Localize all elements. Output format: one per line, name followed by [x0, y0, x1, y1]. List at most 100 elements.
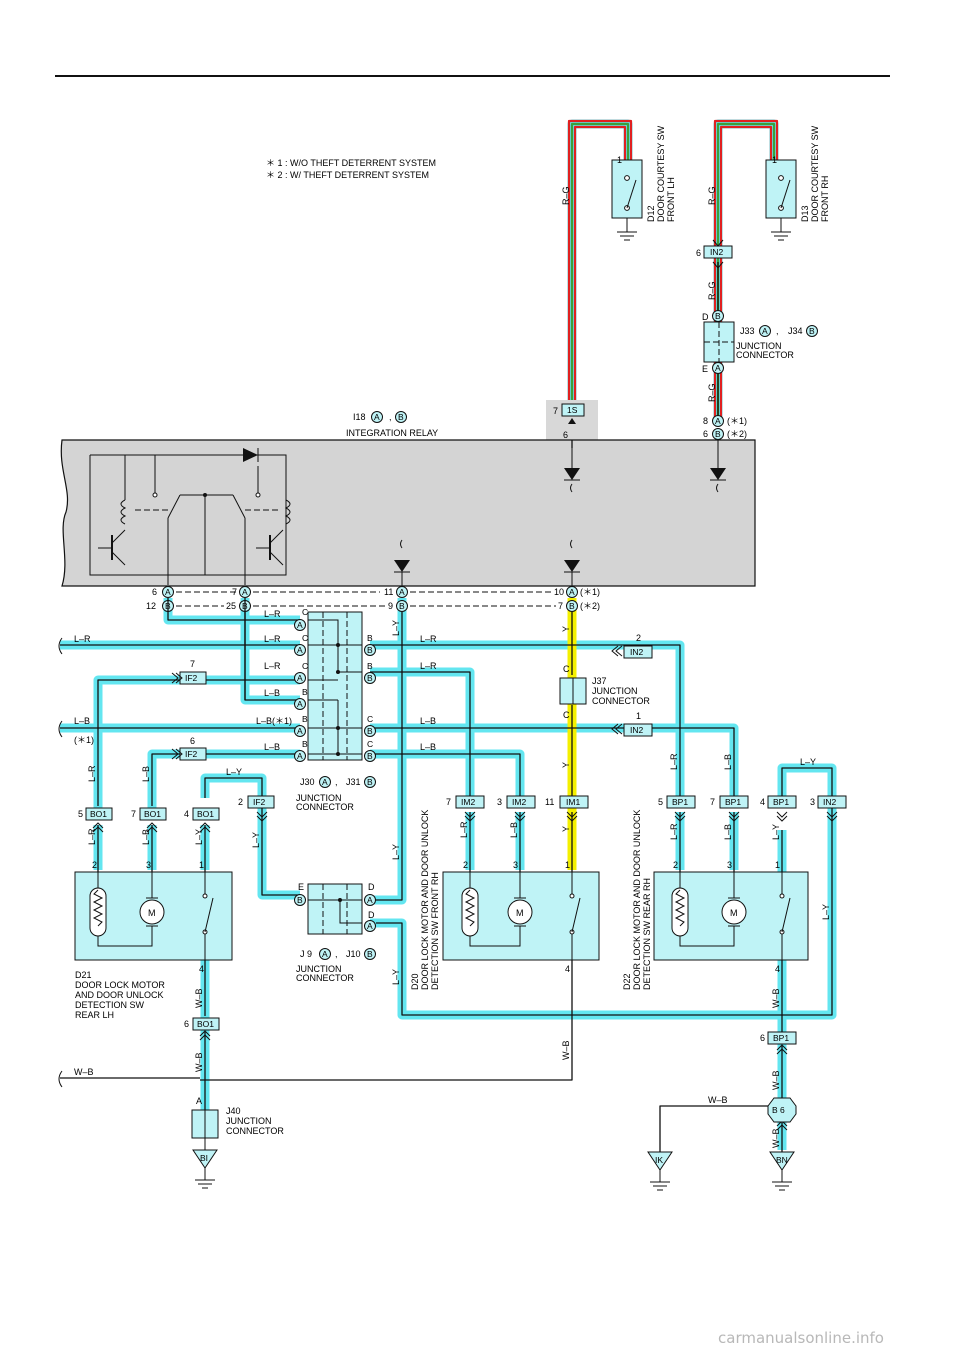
svg-text:IM1: IM1: [566, 797, 580, 807]
svg-text:2: 2: [238, 797, 243, 807]
rg-label-right-2: R–G: [707, 281, 717, 300]
svg-text:D22: D22: [622, 973, 632, 990]
svg-text:8: 8: [703, 416, 708, 426]
svg-text:CONNECTOR: CONNECTOR: [592, 696, 650, 706]
svg-text:6: 6: [696, 248, 701, 258]
svg-text:2: 2: [463, 860, 468, 870]
svg-text:A: A: [399, 587, 405, 597]
svg-text:IF2: IF2: [185, 749, 198, 759]
svg-text:4: 4: [565, 964, 570, 974]
svg-text:C: C: [367, 714, 373, 724]
svg-text:,: ,: [389, 412, 392, 422]
svg-text:L–R: L–R: [87, 828, 97, 845]
svg-text:B: B: [367, 673, 373, 683]
connector-1s: 1S 7 6: [546, 400, 598, 440]
svg-text:Y: Y: [561, 626, 571, 632]
svg-text:B: B: [715, 311, 721, 321]
svg-text:IN2: IN2: [710, 247, 724, 257]
motor-d20: M 2 3 1 4: [442, 860, 600, 974]
svg-text:J33: J33: [740, 326, 755, 336]
svg-text:L–R: L–R: [87, 765, 97, 782]
connector-chevrons: [92, 645, 838, 1131]
svg-text:J10: J10: [346, 949, 361, 959]
svg-text:BO1: BO1: [197, 1019, 214, 1029]
highlight-layer: [60, 119, 837, 1150]
svg-text:4: 4: [184, 809, 189, 819]
svg-text:Y: Y: [561, 762, 571, 768]
svg-text:B 6: B 6: [772, 1105, 785, 1115]
svg-text:BP1: BP1: [672, 797, 688, 807]
svg-text:DETECTION SW FRONT RH: DETECTION SW FRONT RH: [430, 872, 440, 990]
svg-text:J 9: J 9: [300, 949, 312, 959]
svg-text:BP1: BP1: [725, 797, 741, 807]
svg-text:7: 7: [131, 809, 136, 819]
svg-text:B: B: [297, 895, 303, 905]
svg-text:B: B: [302, 739, 308, 749]
svg-text:A: A: [297, 751, 303, 761]
svg-text:6: 6: [152, 587, 157, 597]
svg-text:11: 11: [384, 587, 393, 597]
svg-text:L–R: L–R: [669, 823, 679, 840]
svg-text:IM2: IM2: [512, 797, 526, 807]
svg-text:L–B: L–B: [264, 742, 280, 752]
svg-text:L–B: L–B: [141, 829, 151, 845]
relay-internals: [89, 440, 726, 586]
svg-text:BN: BN: [776, 1155, 788, 1165]
svg-text:D13: D13: [800, 205, 810, 222]
svg-text:I18: I18: [353, 412, 366, 422]
svg-text:6: 6: [184, 1019, 189, 1029]
svg-text:L–R: L–R: [264, 634, 281, 644]
svg-text:4: 4: [199, 964, 204, 974]
svg-text:(＊1): (＊1): [727, 416, 747, 426]
svg-text:2: 2: [673, 860, 678, 870]
junction-j40: A J40 JUNCTION CONNECTOR: [191, 1096, 284, 1150]
svg-text:FRONT LH: FRONT LH: [666, 177, 676, 222]
wire-labels: L–R L–R L–R L–R L–B L–B(＊1) L–B L–R L–R …: [74, 609, 831, 1148]
svg-text:JUNCTION: JUNCTION: [296, 793, 342, 803]
svg-text:JUNCTION: JUNCTION: [736, 341, 782, 351]
svg-text:7: 7: [558, 601, 563, 611]
svg-text:FRONT RH: FRONT RH: [820, 176, 830, 222]
svg-text:IF2: IF2: [253, 797, 266, 807]
svg-text:D: D: [702, 312, 709, 322]
svg-text:6: 6: [563, 430, 568, 440]
svg-text:L–B: L–B: [141, 766, 151, 782]
svg-text:B: B: [302, 687, 308, 697]
svg-text:IM2: IM2: [461, 797, 475, 807]
svg-text:A: A: [367, 895, 373, 905]
svg-text:B: B: [569, 601, 575, 611]
svg-text:D20: D20: [410, 973, 420, 990]
svg-text:M: M: [148, 908, 156, 918]
svg-text:L–Y: L–Y: [226, 767, 242, 777]
svg-text:C: C: [302, 661, 308, 671]
svg-text:L–B: L–B: [264, 688, 280, 698]
svg-text:2: 2: [636, 633, 641, 643]
svg-text:B: B: [367, 633, 373, 643]
svg-text:3: 3: [497, 797, 502, 807]
svg-text:A: A: [242, 587, 248, 597]
svg-text:M: M: [516, 908, 524, 918]
svg-text:B: B: [367, 777, 373, 787]
svg-text:L–R: L–R: [420, 634, 437, 644]
svg-text:DETECTION SW: DETECTION SW: [75, 1000, 145, 1010]
svg-text:A: A: [297, 673, 303, 683]
wire-lines: [60, 262, 833, 1152]
d13-pin: 1: [772, 155, 777, 165]
svg-text:(＊2): (＊2): [580, 601, 600, 611]
svg-text:A: A: [569, 587, 575, 597]
svg-text:A: A: [322, 777, 328, 787]
svg-text:CONNECTOR: CONNECTOR: [736, 350, 794, 360]
svg-text:L–Y: L–Y: [391, 844, 401, 860]
d12-label: D12 DOOR COURTESY SW FRONT LH: [646, 125, 676, 222]
svg-text:W–B: W–B: [708, 1095, 728, 1105]
svg-text:AND DOOR UNLOCK: AND DOOR UNLOCK: [75, 990, 164, 1000]
svg-text:W–B: W–B: [771, 1128, 781, 1148]
svg-text:7: 7: [190, 659, 195, 669]
relay-pins-bottom: A B 6 12 A B 7 25 A B 11 9 A B 10 7 (＊1)…: [146, 586, 600, 612]
svg-text:J40: J40: [226, 1106, 241, 1116]
svg-text:,: ,: [335, 777, 338, 787]
svg-text:A: A: [367, 921, 373, 931]
svg-text:BO1: BO1: [197, 809, 214, 819]
svg-text:J30: J30: [300, 777, 315, 787]
